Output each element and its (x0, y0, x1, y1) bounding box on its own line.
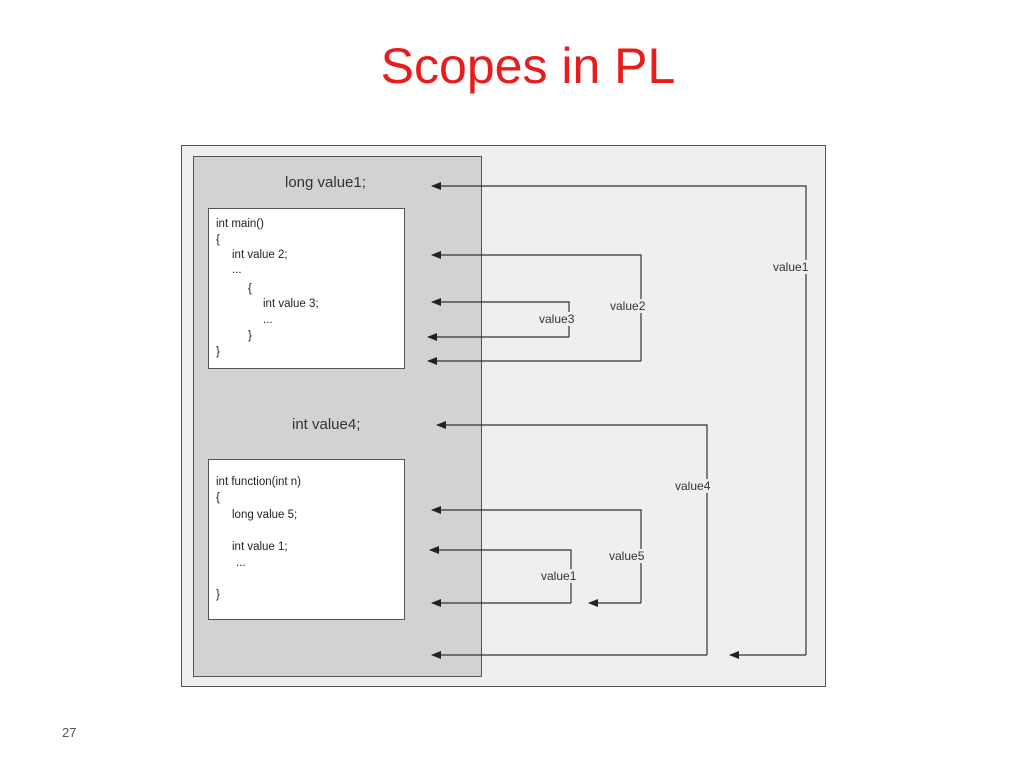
value4-scope-arrow (436, 421, 708, 655)
value4-declaration: int value4; (292, 416, 361, 433)
main-line-2: { (216, 234, 220, 246)
value1-local-scope-label: value1 (539, 569, 579, 583)
function-line-6: } (216, 589, 220, 601)
slide-number: 27 (62, 725, 77, 740)
global-declaration: long value1; (285, 174, 366, 191)
function-line-3: long value 5; (232, 509, 298, 521)
main-line-9: } (216, 346, 220, 358)
value5-scope-label: value5 (607, 549, 647, 563)
function-box (208, 459, 405, 620)
main-line-3: int value 2; (232, 249, 288, 261)
main-line-5: { (248, 283, 252, 295)
main-line-7: ... (263, 314, 273, 326)
slide-title: Scopes in PL (380, 38, 676, 94)
value5-scope-arrow (431, 506, 642, 603)
value2-scope-arrow (431, 251, 642, 361)
value4-scope-label: value4 (673, 479, 713, 493)
function-line-4: int value 1; (232, 541, 288, 553)
main-line-6: int value 3; (263, 298, 319, 310)
main-line-1: int main() (216, 218, 264, 230)
value3-scope-label: value3 (537, 312, 577, 326)
function-line-2: { (216, 492, 220, 504)
value1-scope-arrow (431, 182, 807, 655)
function-line-5: ... (236, 557, 246, 569)
main-line-8: } (248, 330, 252, 342)
scope-diagram (181, 145, 826, 687)
main-line-4: ... (232, 264, 242, 276)
main-function-box (208, 208, 405, 369)
value1-scope-label: value1 (771, 260, 811, 274)
value1-local-scope-arrow (429, 546, 572, 603)
value2-scope-label: value2 (608, 299, 648, 313)
function-line-1: int function(int n) (216, 476, 302, 488)
